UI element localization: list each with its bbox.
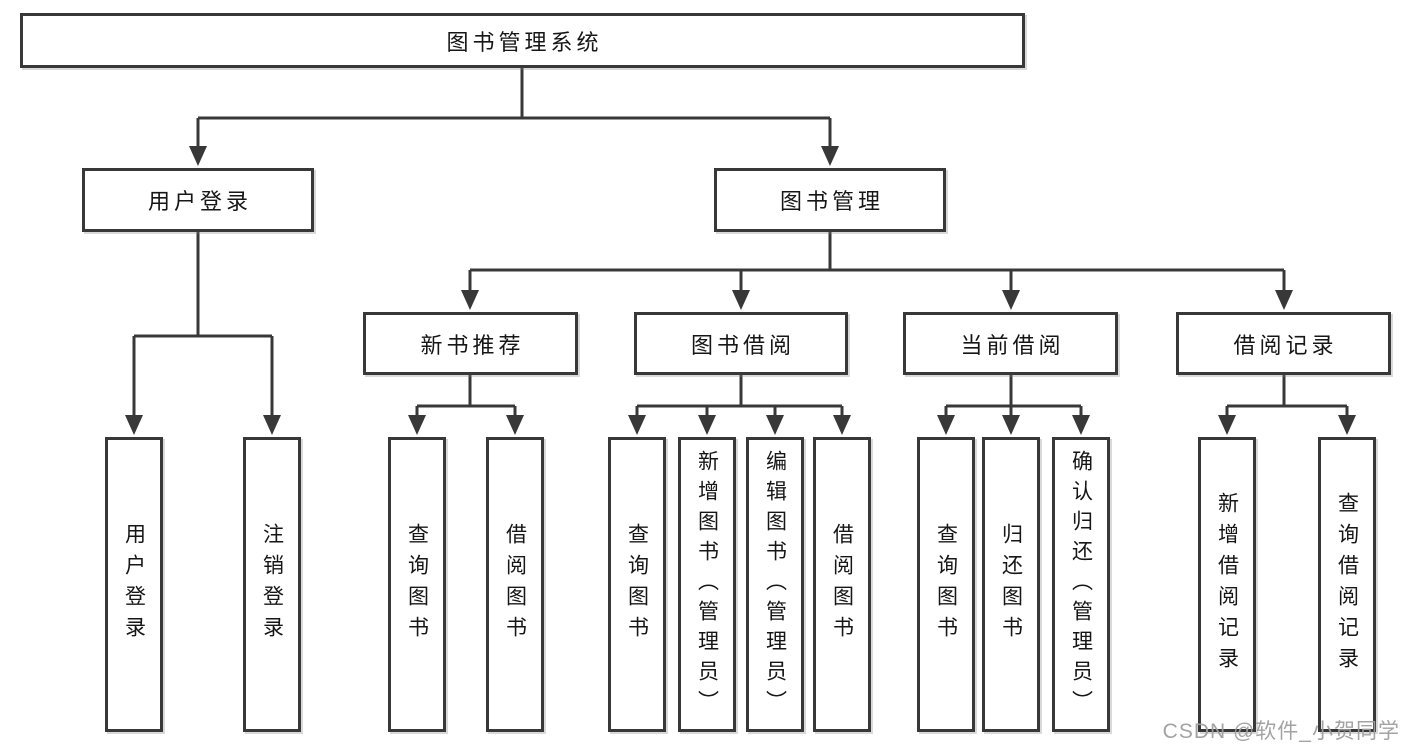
leaf-borrow-books: 借阅图书	[813, 437, 871, 732]
arrowhead	[1218, 415, 1236, 435]
arrowhead	[1072, 415, 1090, 435]
node-current-borrowing: 当前借阅	[903, 312, 1118, 375]
arrowhead	[408, 415, 426, 435]
node-user-login-branch: 用户登录	[82, 168, 314, 232]
leaf-confirm-return-admin: 确认归还（管理员）	[1052, 437, 1110, 732]
node-borrowing-records: 借阅记录	[1176, 312, 1391, 375]
arrowhead	[189, 146, 207, 166]
node-label: 查询图书	[625, 522, 649, 647]
arrowhead	[506, 415, 524, 435]
node-label: 查询图书	[405, 522, 429, 647]
node-label: 用户登录	[122, 522, 146, 647]
leaf-edit-book-admin: 编辑图书（管理员）	[746, 437, 804, 732]
node-label: 用户登录	[147, 189, 252, 214]
watermark-text: CSDN @软件_小贺同学	[1162, 720, 1400, 743]
leaf-query-books-recommend: 查询图书	[388, 437, 446, 732]
node-label: 确认归还（管理员）	[1069, 449, 1093, 720]
arrowhead	[833, 415, 851, 435]
node-label: 新书推荐	[420, 332, 525, 358]
leaf-query-books-current: 查询图书	[917, 437, 975, 732]
leaf-add-borrow-record: 新增借阅记录	[1198, 437, 1256, 732]
leaf-user-login: 用户登录	[105, 437, 163, 732]
leaf-add-book-admin: 新增图书（管理员）	[678, 437, 736, 732]
node-label: 图书管理	[779, 189, 884, 214]
node-label: 借阅记录	[1233, 332, 1338, 358]
arrowhead	[766, 415, 784, 435]
node-label: 图书借阅	[690, 332, 795, 358]
arrowhead	[732, 290, 750, 310]
leaf-borrow-books-recommend: 借阅图书	[486, 437, 544, 732]
arrowhead	[1338, 415, 1356, 435]
node-label: 当前借阅	[960, 332, 1065, 358]
node-label: 注销登录	[260, 522, 284, 647]
arrowhead	[1275, 290, 1293, 310]
node-label: 编辑图书（管理员）	[763, 449, 787, 720]
arrowhead	[263, 415, 281, 435]
node-label: 借阅图书	[830, 522, 854, 647]
leaf-query-books-borrow: 查询图书	[608, 437, 666, 732]
leaf-logout: 注销登录	[243, 437, 301, 732]
leaf-return-book: 归还图书	[982, 437, 1040, 732]
node-label: 归还图书	[999, 522, 1023, 647]
node-label: 新增借阅记录	[1215, 491, 1239, 678]
node-book-management-branch: 图书管理	[714, 168, 946, 232]
node-new-book-recommendation: 新书推荐	[363, 312, 578, 375]
arrowhead	[698, 415, 716, 435]
node-label: 借阅图书	[503, 522, 527, 647]
arrowhead	[125, 415, 143, 435]
arrowhead	[1002, 290, 1020, 310]
node-library-management-system: 图书管理系统	[20, 13, 1025, 68]
node-label: 查询借阅记录	[1335, 491, 1359, 678]
node-label: 新增图书（管理员）	[695, 449, 719, 720]
arrowhead	[461, 290, 479, 310]
arrowhead	[1002, 415, 1020, 435]
arrowhead	[628, 415, 646, 435]
node-label: 查询图书	[934, 522, 958, 647]
leaf-query-borrow-record: 查询借阅记录	[1318, 437, 1376, 732]
arrowhead	[937, 415, 955, 435]
node-label: 图书管理系统	[446, 29, 603, 55]
node-book-borrowing: 图书借阅	[634, 312, 848, 375]
arrowhead	[821, 146, 839, 166]
